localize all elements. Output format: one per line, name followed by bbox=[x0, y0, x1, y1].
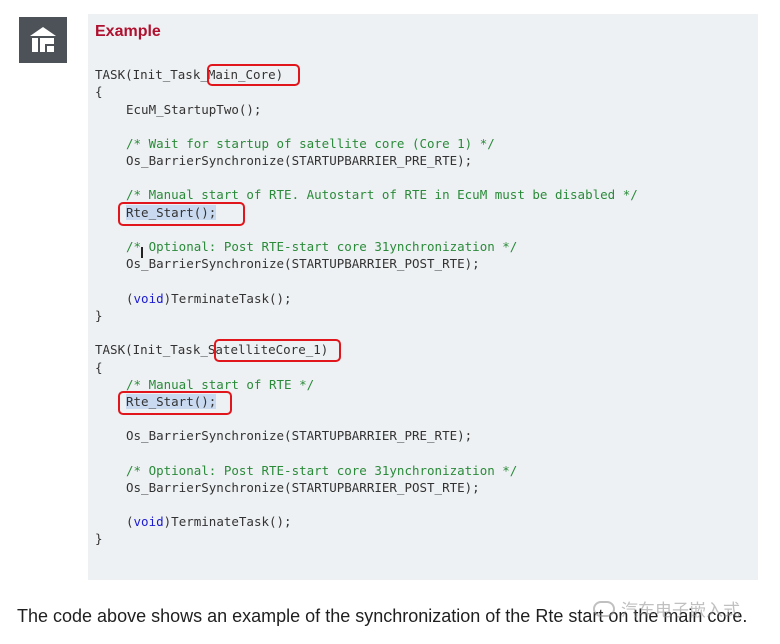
code-comment-manual-start: /* Manual start of RTE. Autostart of RTE… bbox=[126, 187, 638, 202]
code-comment-optional-2: /* Optional: Post RTE-start core 31ynchr… bbox=[126, 463, 518, 478]
code-line-open2: { bbox=[95, 360, 103, 375]
text-cursor-icon bbox=[141, 247, 143, 258]
code-line-close2: } bbox=[95, 531, 103, 546]
code-line-terminate-2: (void)TerminateTask(); bbox=[126, 514, 292, 529]
code-line-rte-start-2: Rte_Start(); bbox=[126, 394, 217, 409]
code-example-panel: Example TASK(Init_Task_Main_Core) { EcuM… bbox=[88, 14, 758, 580]
code-line-rte-start-1: Rte_Start(); bbox=[126, 205, 217, 220]
code-line-barrier-post-2: Os_BarrierSynchronize(STARTUPBARRIER_POS… bbox=[126, 480, 480, 495]
code-line-barrier-pre-2: Os_BarrierSynchronize(STARTUPBARRIER_PRE… bbox=[126, 428, 473, 443]
code-line-open1: { bbox=[95, 84, 103, 99]
code-line-barrier-post: Os_BarrierSynchronize(STARTUPBARRIER_POS… bbox=[126, 256, 480, 271]
info-icon-box bbox=[19, 17, 67, 63]
code-line-task1: TASK(Init_Task_Main_Core) bbox=[95, 67, 284, 82]
highlight-box-rte-start-1 bbox=[118, 202, 245, 226]
highlight-box-satellite-core bbox=[214, 339, 341, 362]
code-line-terminate-1: (void)TerminateTask(); bbox=[126, 291, 292, 306]
highlight-box-rte-start-2 bbox=[118, 391, 232, 415]
code-comment-wait: /* Wait for startup of satellite core (C… bbox=[126, 136, 495, 151]
code-comment-manual-rte: /* Manual start of RTE */ bbox=[126, 377, 315, 392]
code-line-barrier-pre: Os_BarrierSynchronize(STARTUPBARRIER_PRE… bbox=[126, 153, 473, 168]
wechat-logo-icon bbox=[593, 600, 615, 617]
code-line-startup: EcuM_StartupTwo(); bbox=[126, 102, 262, 117]
code-line-close1: } bbox=[95, 308, 103, 323]
highlight-box-main-core bbox=[207, 64, 300, 86]
code-line-task2: TASK(Init_Task_SatelliteCore_1) bbox=[95, 342, 329, 357]
panel-title: Example bbox=[95, 23, 161, 40]
building-info-icon bbox=[30, 27, 56, 52]
code-comment-optional: /* Optional: Post RTE-start core 31ynchr… bbox=[126, 239, 518, 254]
caption-text: The code above shows an example of the s… bbox=[17, 606, 748, 626]
watermark: 汽车电子嵌入式 bbox=[593, 596, 740, 621]
